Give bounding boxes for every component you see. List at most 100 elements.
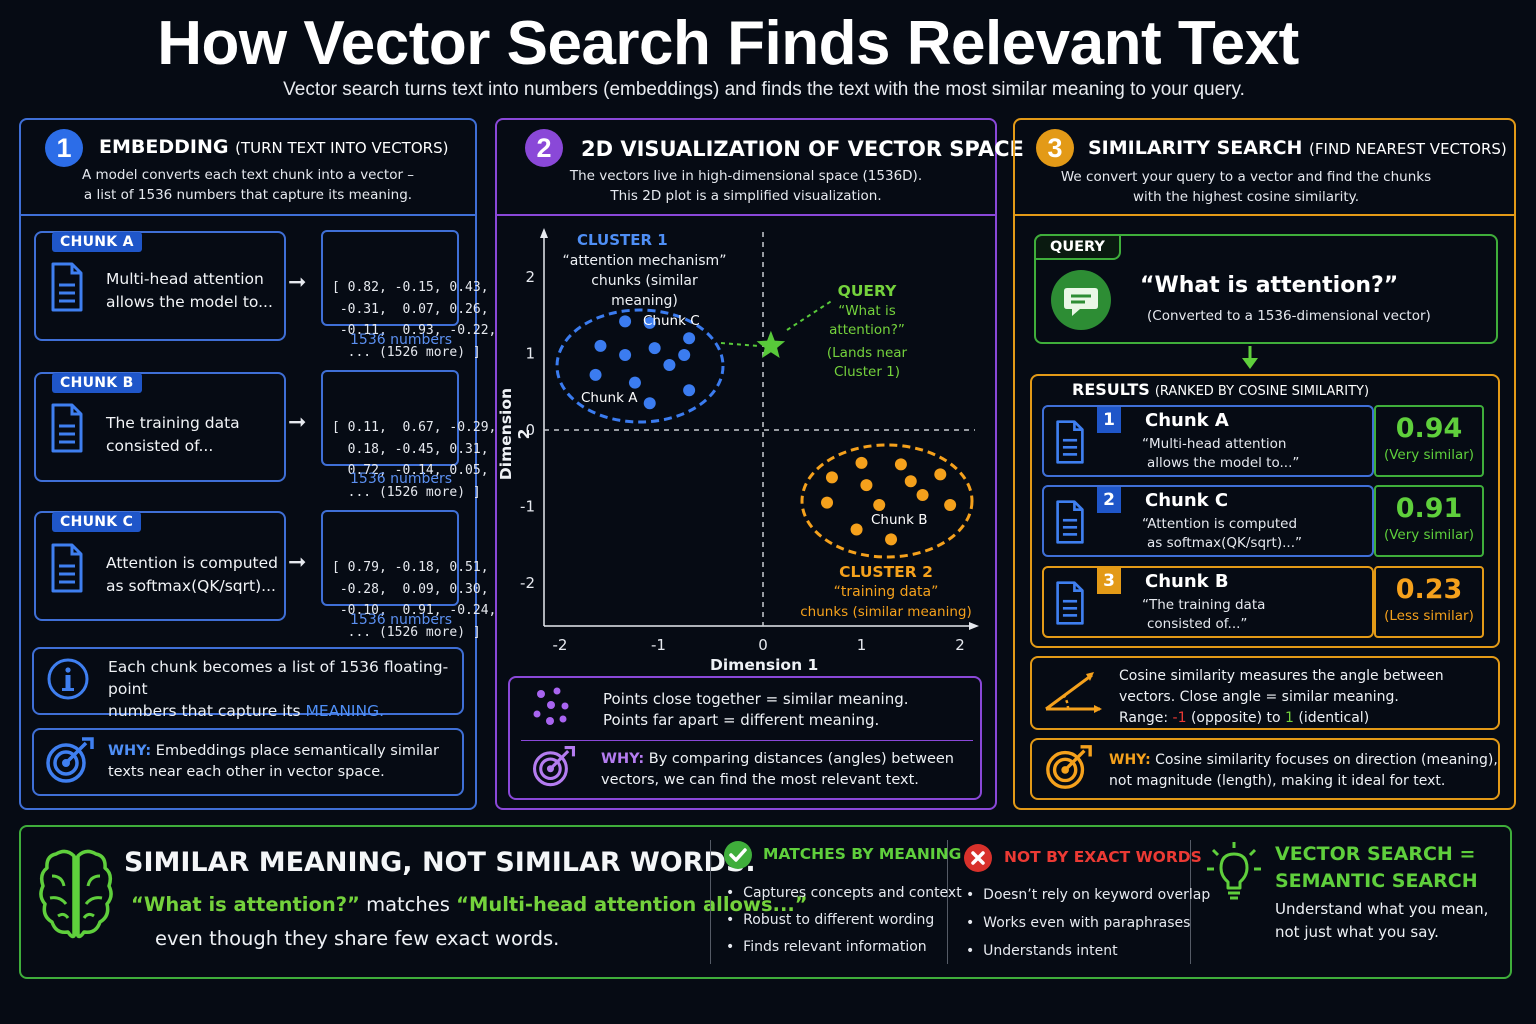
chunk-b-numbers: 1536 numbers bbox=[350, 471, 453, 487]
legend-divider bbox=[521, 740, 973, 741]
result-rank-badge: 3 bbox=[1097, 568, 1121, 594]
scatter-dots-icon bbox=[533, 687, 569, 725]
bottom-headline: SIMILAR MEANING, NOT SIMILAR WORDS. bbox=[124, 847, 756, 878]
result-score: 0.94 bbox=[1395, 413, 1463, 444]
result-score: 0.91 bbox=[1395, 493, 1463, 524]
result-score: 0.23 bbox=[1395, 574, 1463, 605]
cluster-1-point bbox=[663, 358, 676, 371]
cluster-1-point bbox=[589, 368, 602, 381]
results-box bbox=[1030, 374, 1500, 648]
result-chunk-name: Chunk B bbox=[1145, 571, 1229, 592]
cluster-1-point bbox=[648, 342, 661, 355]
result-chunk-name: Chunk A bbox=[1145, 410, 1229, 431]
document-icon bbox=[51, 262, 83, 312]
panel-description: The vectors live in high-dimensional spa… bbox=[569, 168, 923, 204]
step-2-badge: 2 bbox=[525, 129, 563, 167]
cosine-info-text: Cosine similarity measures the angle bet… bbox=[1119, 668, 1444, 726]
result-score-box bbox=[1374, 566, 1484, 638]
panel-description: A model converts each text chunk into a … bbox=[81, 167, 415, 203]
legend-box bbox=[508, 676, 982, 800]
brain-icon bbox=[39, 849, 113, 939]
matches-by-meaning-list: • Captures concepts and context • Robust… bbox=[726, 880, 962, 961]
cosine-info-box bbox=[1030, 656, 1500, 730]
cluster-1-point bbox=[594, 339, 607, 352]
result-rank-badge: 1 bbox=[1097, 407, 1121, 433]
y-tick-label: 1 bbox=[525, 345, 535, 363]
cluster-1-ellipse bbox=[555, 308, 725, 424]
cluster-2-point bbox=[934, 468, 947, 481]
cluster-2-point bbox=[944, 498, 957, 511]
result-score-label: (Very similar) bbox=[1383, 447, 1475, 463]
result-score-label: (Less similar) bbox=[1384, 608, 1474, 624]
chunk-a-point-label: Chunk A bbox=[581, 390, 638, 406]
cluster-1-point bbox=[683, 384, 696, 397]
angle-icon bbox=[1045, 672, 1102, 713]
result-row bbox=[1042, 405, 1374, 477]
cluster-2-label: CLUSTER 2 “training data” chunks (simila… bbox=[800, 563, 972, 620]
info-icon bbox=[47, 658, 89, 700]
query-subtext: (Converted to a 1536-dimensional vector) bbox=[1147, 308, 1431, 324]
arrow-right-icon: ➞ bbox=[288, 410, 307, 435]
cluster-2-point bbox=[885, 533, 898, 546]
target-icon bbox=[532, 745, 576, 787]
x-tick-label: 1 bbox=[857, 636, 867, 654]
embedding-panel: 1 EMBEDDING (TURN TEXT INTO VECTORS) A m… bbox=[19, 118, 496, 810]
chunk-c-vector: [ 0.79, -0.18, 0.51, -0.28, 0.09, 0.30, … bbox=[321, 510, 496, 640]
bottom-divider bbox=[710, 840, 711, 964]
query-label: QUERY “What is attention?” (Lands near C… bbox=[826, 282, 908, 380]
step-3-badge: 3 bbox=[1036, 129, 1074, 167]
cluster-1-point bbox=[643, 316, 656, 329]
arrow-right-icon: ➞ bbox=[288, 550, 307, 575]
step-1-badge: 1 bbox=[45, 129, 83, 167]
query-box bbox=[1034, 234, 1498, 344]
cluster-2-point bbox=[916, 489, 929, 502]
chunk-b-card bbox=[34, 372, 286, 482]
cluster-1-label: CLUSTER 1 bbox=[577, 231, 668, 249]
chunk-a-vector: [ 0.82, -0.15, 0.43, -0.31, 0.07, 0.26, … bbox=[321, 230, 496, 360]
y-axis-arrowhead bbox=[540, 228, 548, 238]
x-tick-label: 0 bbox=[758, 636, 768, 654]
query-star-point bbox=[756, 330, 786, 358]
arrow-down-icon bbox=[1242, 346, 1258, 369]
document-icon bbox=[1053, 580, 1087, 630]
list-item: • Robust to different wording bbox=[726, 912, 935, 928]
matches-by-meaning-title: MATCHES BY MEANING bbox=[763, 845, 962, 863]
chunk-c-tag: CHUNK C bbox=[52, 512, 142, 532]
y-tick-label: 2 bbox=[525, 268, 535, 286]
cluster-2-point bbox=[855, 456, 868, 469]
result-score-box bbox=[1374, 405, 1484, 477]
list-item: • Understands intent bbox=[966, 943, 1118, 959]
panel-title: SIMILARITY SEARCH (FIND NEAREST VECTORS) bbox=[1088, 137, 1507, 159]
page-title: How Vector Search Finds Relevant Text bbox=[157, 9, 1299, 78]
y-tick-label: 0 bbox=[525, 421, 535, 439]
checkmark-icon bbox=[724, 841, 752, 869]
x-tick-label: 2 bbox=[955, 636, 965, 654]
cluster-1-point bbox=[683, 332, 696, 345]
result-rank-badge: 2 bbox=[1097, 487, 1121, 513]
cluster-1-point bbox=[678, 349, 691, 362]
query-tag: QUERY bbox=[1034, 234, 1121, 260]
lightbulb-icon bbox=[1207, 842, 1261, 900]
bottom-banner bbox=[19, 825, 1512, 979]
panel-description: We convert your query to a vector and fi… bbox=[1060, 169, 1432, 205]
similarity-why-box bbox=[1030, 738, 1500, 800]
cluster-1-point bbox=[643, 397, 656, 410]
embedding-info-box bbox=[32, 647, 464, 715]
results-title: RESULTS (RANKED BY COSINE SIMILARITY) bbox=[1072, 380, 1370, 399]
y-tick-label: -2 bbox=[520, 574, 535, 592]
cluster-1-point bbox=[619, 349, 632, 362]
arrow-right-icon: ➞ bbox=[288, 270, 307, 295]
cluster-2-point bbox=[894, 458, 907, 471]
result-chunk-name: Chunk C bbox=[1145, 490, 1229, 511]
similarity-search-panel: 3 SIMILARITY SEARCH (FIND NEAREST VECTOR… bbox=[1013, 118, 1516, 810]
result-score-box bbox=[1374, 485, 1484, 557]
similarity-why-text: WHY: Cosine similarity focuses on direct… bbox=[1109, 752, 1498, 789]
x-tick-label: -2 bbox=[553, 636, 568, 654]
chunk-b-point-label: Chunk B bbox=[871, 512, 928, 528]
chunk-a-card bbox=[34, 231, 286, 341]
vector-space-panel: 2 2D VISUALIZATION OF VECTOR SPACE The v… bbox=[495, 118, 1024, 810]
